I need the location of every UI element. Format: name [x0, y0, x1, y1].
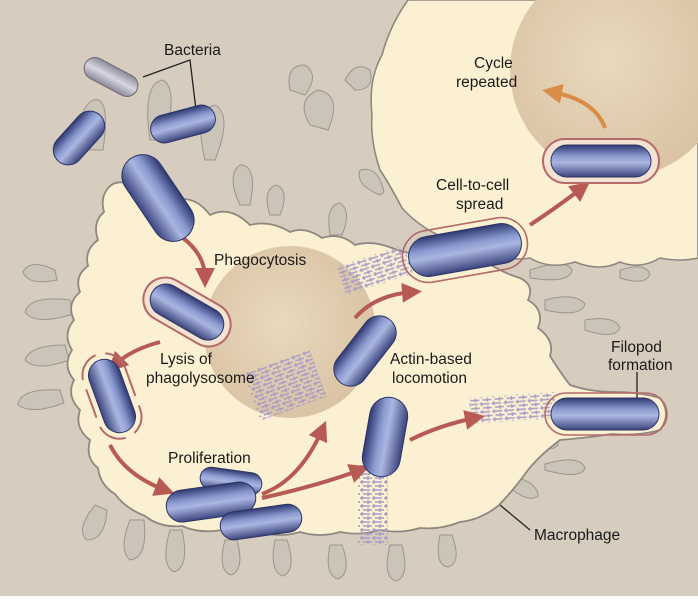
label-filopod-line1: Filopod — [611, 339, 662, 356]
bacterium-filopod — [551, 398, 659, 430]
label-actin-line1: Actin-based — [390, 351, 472, 368]
bacterium-neighbor — [551, 145, 651, 177]
label-spread-line1: Cell-to-cell — [436, 177, 509, 194]
label-lysis-line2: phagolysosome — [146, 370, 255, 387]
label-filopod-line2: formation — [608, 357, 673, 374]
label-cycle-line2: repeated — [456, 74, 517, 91]
label-proliferation: Proliferation — [168, 450, 251, 467]
image-frame-bottom — [0, 596, 698, 605]
label-lysis-line1: Lysis of — [160, 351, 213, 368]
label-cycle-line1: Cycle — [474, 55, 513, 72]
label-bacteria: Bacteria — [164, 42, 221, 59]
label-macrophage: Macrophage — [534, 527, 620, 544]
label-actin-line2: locomotion — [392, 370, 467, 387]
label-spread-line2: spread — [456, 196, 503, 213]
label-phagocytosis: Phagocytosis — [214, 252, 306, 269]
